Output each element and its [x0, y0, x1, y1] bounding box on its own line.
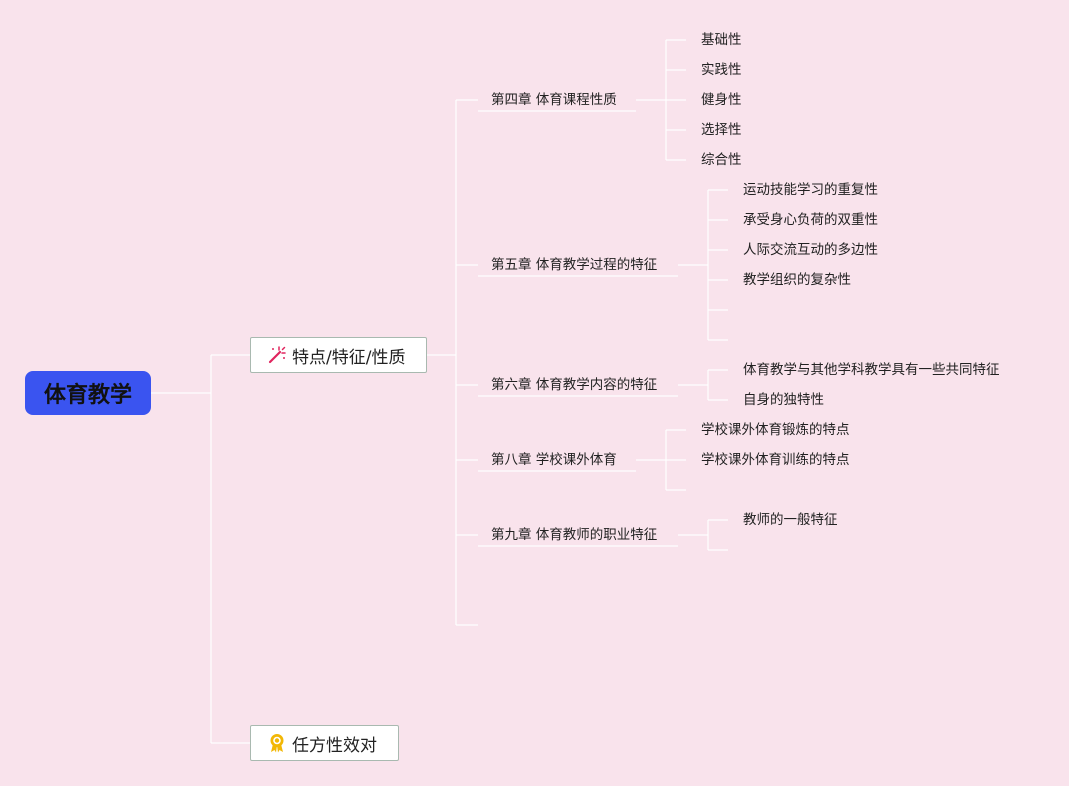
root-topic[interactable]: 体育教学 [25, 371, 151, 415]
chapter-5-item[interactable]: 人际交流互动的多边性 [743, 242, 878, 258]
chapter-4-item[interactable]: 选择性 [701, 122, 742, 138]
chapter-4-item[interactable]: 健身性 [701, 92, 742, 108]
chapter-8-item[interactable]: 学校课外体育训练的特点 [701, 452, 850, 468]
root-topic-label: 体育教学 [43, 383, 132, 408]
chapter-4-item[interactable]: 实践性 [701, 62, 742, 78]
chapter-5-item[interactable]: 承受身心负荷的双重性 [743, 212, 878, 228]
chapter-4-item[interactable]: 基础性 [701, 32, 742, 48]
chapter-6-node[interactable]: 第六章 体育教学内容的特征 [491, 377, 658, 393]
magic-wand-icon [267, 345, 287, 365]
chapter-9-item[interactable]: 教师的一般特征 [743, 512, 838, 528]
chapter-6-item[interactable]: 体育教学与其他学科教学具有一些共同特征 [743, 362, 1000, 378]
chapter-9-node[interactable]: 第九章 体育教师的职业特征 [491, 527, 658, 543]
branch-characteristics-label: 特点/特征/性质 [292, 347, 406, 368]
chapter-4-node[interactable]: 第四章 体育课程性质 [491, 92, 617, 108]
chapter-4-item[interactable]: 综合性 [701, 152, 742, 168]
branch-second[interactable]: 任方性效对 [250, 725, 399, 761]
chapter-5-item[interactable]: 教学组织的复杂性 [743, 272, 851, 288]
branch-second-label: 任方性效对 [292, 735, 377, 756]
chapter-8-node[interactable]: 第八章 学校课外体育 [491, 452, 617, 468]
chapter-6-item[interactable]: 自身的独特性 [743, 392, 824, 408]
branch-characteristics[interactable]: 特点/特征/性质 [250, 337, 427, 373]
chapter-5-node[interactable]: 第五章 体育教学过程的特征 [491, 257, 658, 273]
award-ribbon-icon [267, 733, 287, 753]
chapter-5-item[interactable]: 运动技能学习的重复性 [743, 182, 878, 198]
chapter-8-item[interactable]: 学校课外体育锻炼的特点 [701, 422, 850, 438]
